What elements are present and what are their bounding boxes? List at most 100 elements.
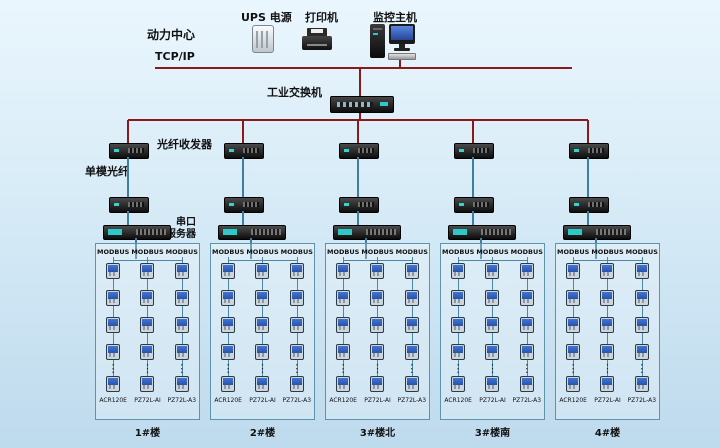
meter-stack xyxy=(289,257,304,360)
power-meter-icon xyxy=(174,263,189,279)
branch: MODBUS ⋮ ACR120E MODBUS ⋮ PZ72L-AI MOD xyxy=(555,120,660,448)
serial-server-icon xyxy=(333,225,401,240)
connector-line xyxy=(127,211,129,225)
ellipsis: ⋮ xyxy=(256,362,268,375)
power-meter-icon xyxy=(336,290,351,306)
meter-bottom xyxy=(106,376,121,392)
power-meter-icon xyxy=(174,317,189,333)
power-meter-icon xyxy=(174,376,189,392)
fiber-transceiver-icon xyxy=(224,143,264,159)
power-meter-icon xyxy=(289,344,304,360)
ellipsis: ⋮ xyxy=(636,362,648,375)
tcpip-label: TCP/IP xyxy=(155,50,195,63)
branch: MODBUS ⋮ ACR120E MODBUS ⋮ PZ72L-AI MOD xyxy=(440,120,545,448)
connector-line xyxy=(135,238,137,259)
meter-stack xyxy=(174,257,189,360)
branch-drop-line xyxy=(472,120,474,143)
power-meter-icon xyxy=(600,376,615,392)
modbus-label: MODBUS xyxy=(131,248,164,256)
power-meter-icon xyxy=(336,317,351,333)
switch-label: 工业交换机 xyxy=(267,86,322,99)
meter-columns: MODBUS ⋮ ACR120E MODBUS ⋮ PZ72L-AI MOD xyxy=(556,244,659,419)
meter-columns: MODBUS ⋮ ACR120E MODBUS ⋮ PZ72L-AI MOD xyxy=(441,244,544,419)
power-meter-icon xyxy=(140,376,155,392)
connector-line xyxy=(595,238,597,259)
meter-model-label: ACR120E xyxy=(99,397,127,404)
power-meter-icon xyxy=(255,290,270,306)
power-meter-icon xyxy=(404,376,419,392)
meter-column: MODBUS ⋮ PZ72L-A3 xyxy=(280,244,314,419)
power-meter-icon xyxy=(485,376,500,392)
power-meter-icon xyxy=(370,290,385,306)
meter-model-label: PZ72L-AI xyxy=(134,397,161,404)
ellipsis: ⋮ xyxy=(337,362,349,375)
power-meter-icon xyxy=(566,317,581,333)
meter-bottom xyxy=(221,376,236,392)
serial-server-label: 串口 服务器 xyxy=(156,217,196,241)
monitoring-host-icon xyxy=(370,22,422,62)
building-label: 3#楼南 xyxy=(474,428,511,439)
meter-bottom xyxy=(634,376,649,392)
meter-model-label: PZ72L-A3 xyxy=(282,397,312,404)
power-meter-icon xyxy=(634,263,649,279)
meter-columns: MODBUS ⋮ ACR120E MODBUS ⋮ PZ72L-AI MOD xyxy=(211,244,314,419)
meter-stack xyxy=(566,257,581,360)
power-meter-icon xyxy=(634,290,649,306)
ellipsis: ⋮ xyxy=(371,362,383,375)
power-meter-icon xyxy=(600,344,615,360)
fiber-transceiver-icon xyxy=(224,197,264,213)
meter-column: MODBUS ⋮ ACR120E xyxy=(96,244,130,419)
meter-column: MODBUS ⋮ PZ72L-AI xyxy=(475,244,509,419)
power-meter-icon xyxy=(221,344,236,360)
meter-bottom xyxy=(370,376,385,392)
meter-bottom xyxy=(600,376,615,392)
meter-column: MODBUS ⋮ PZ72L-AI xyxy=(360,244,394,419)
fiber-transceiver-icon xyxy=(339,143,379,159)
meter-bottom xyxy=(566,376,581,392)
power-meter-icon xyxy=(404,344,419,360)
power-meter-icon xyxy=(289,290,304,306)
power-meter-icon xyxy=(370,263,385,279)
meter-model-label: PZ72L-A3 xyxy=(627,397,657,404)
meter-bottom xyxy=(485,376,500,392)
power-meter-icon xyxy=(451,290,466,306)
ups-device-icon xyxy=(252,25,274,53)
power-meter-icon xyxy=(140,344,155,360)
power-meter-icon xyxy=(221,263,236,279)
power-meter-icon xyxy=(634,317,649,333)
meter-stack xyxy=(485,257,500,360)
meter-column: MODBUS ⋮ PZ72L-AI xyxy=(590,244,624,419)
meter-stack xyxy=(404,257,419,360)
meter-column: MODBUS ⋮ PZ72L-A3 xyxy=(165,244,199,419)
power-meter-icon xyxy=(451,376,466,392)
branch-drop-line xyxy=(587,120,589,143)
power-meter-icon xyxy=(451,344,466,360)
building-label: 4#楼 xyxy=(594,428,621,439)
power-meter-icon xyxy=(106,376,121,392)
meter-bottom xyxy=(451,376,466,392)
meter-column: MODBUS ⋮ PZ72L-AI xyxy=(245,244,279,419)
power-meter-icon xyxy=(519,344,534,360)
single-mode-fiber-line xyxy=(472,157,474,197)
host-screen xyxy=(391,26,413,40)
power-meter-icon xyxy=(106,290,121,306)
modbus-label: MODBUS xyxy=(361,248,394,256)
serial-server-label-line2: 服务器 xyxy=(166,229,196,240)
power-meter-icon xyxy=(566,290,581,306)
power-meter-icon xyxy=(106,344,121,360)
host-tower xyxy=(370,24,385,58)
building-label: 1#楼 xyxy=(134,428,161,439)
meter-stack xyxy=(106,257,121,360)
meter-model-label: ACR120E xyxy=(559,397,587,404)
meter-box: MODBUS ⋮ ACR120E MODBUS ⋮ PZ72L-AI MOD xyxy=(325,243,430,420)
branch-drop-line xyxy=(357,120,359,143)
modbus-label: MODBUS xyxy=(625,248,658,256)
printer-label: 打印机 xyxy=(305,11,338,24)
meter-bottom xyxy=(336,376,351,392)
ellipsis: ⋮ xyxy=(567,362,579,375)
meter-column: MODBUS ⋮ PZ72L-AI xyxy=(130,244,164,419)
power-meter-icon xyxy=(140,290,155,306)
power-meter-icon xyxy=(140,263,155,279)
